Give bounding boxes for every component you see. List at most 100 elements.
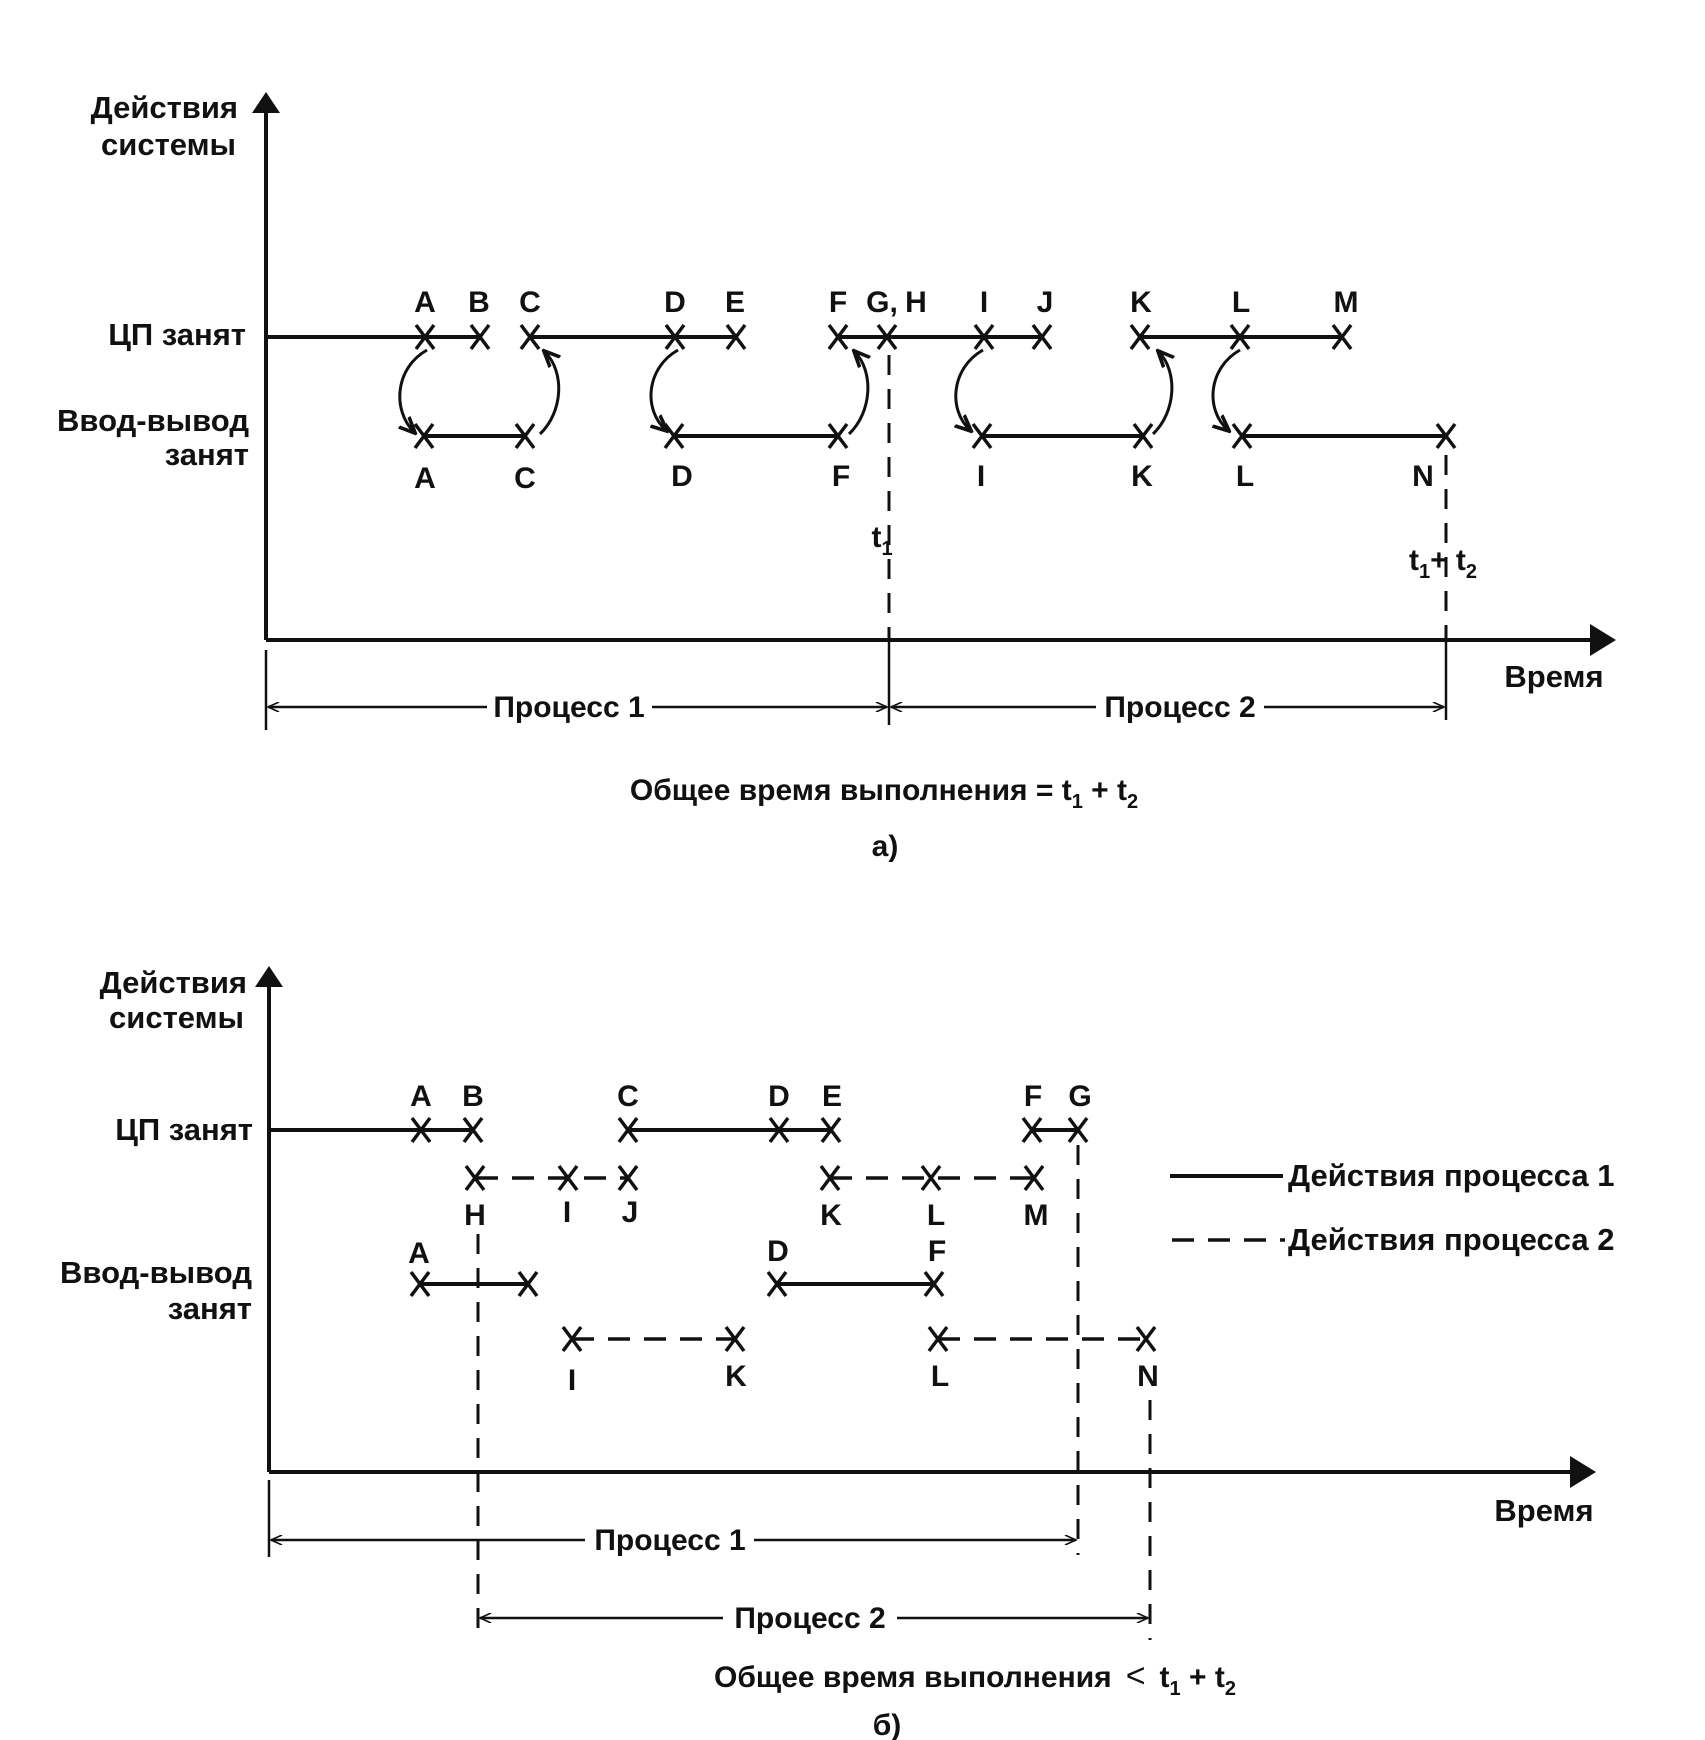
io-point-labels-a: A C D F I K L N: [414, 460, 1434, 495]
x-mark: [971, 422, 993, 450]
x-mark: [923, 1270, 945, 1298]
x-mark: [768, 1116, 790, 1144]
x-mark: [876, 323, 898, 351]
x-mark: [1021, 1116, 1043, 1144]
x-mark: [517, 1270, 539, 1298]
x-mark: [827, 422, 849, 450]
point-label: N: [1137, 1360, 1159, 1393]
x-mark: [464, 1164, 486, 1192]
y-axis-label-b-1: Действия: [100, 965, 247, 1000]
x-mark: [617, 1164, 639, 1192]
x-mark: [1031, 323, 1053, 351]
x-mark: [410, 1116, 432, 1144]
io-marks-b: [409, 1270, 945, 1298]
x-mark: [1129, 323, 1151, 351]
point-label: A: [408, 1237, 430, 1270]
x-mark: [519, 323, 541, 351]
x-mark: [1023, 1164, 1045, 1192]
point-label: M: [1334, 286, 1359, 319]
panel-b: Действия системы ЦП занят Ввод-вывод зан…: [60, 965, 1614, 1740]
transfer-arrows-a: [400, 350, 1241, 434]
x-axis-arrow-a: [1590, 624, 1616, 656]
total-time-b: Общее время выполнения<t1 + t2: [714, 1657, 1236, 1700]
t1t2-label-a: t1+ t2: [1409, 544, 1477, 583]
point-label: N: [1412, 460, 1434, 493]
io-point-labels-b: A D F: [408, 1235, 946, 1270]
x-axis-label-b: Время: [1494, 1493, 1593, 1528]
point-label: G: [1068, 1080, 1091, 1113]
x-mark: [557, 1164, 579, 1192]
total-time-a: Общее время выполнения = t1 + t2: [630, 774, 1138, 813]
point-label: K: [820, 1199, 842, 1232]
x-mark: [469, 323, 491, 351]
panel-caption-a: а): [872, 830, 899, 863]
legend-b: Действия процесса 1 Действия процесса 2: [1170, 1158, 1614, 1257]
point-label: A: [414, 286, 436, 319]
point-label: I: [563, 1196, 571, 1229]
point-label: D: [767, 1235, 789, 1268]
point-label: F: [832, 460, 850, 493]
point-label: E: [822, 1080, 842, 1113]
x-mark: [725, 323, 747, 351]
x-mark: [927, 1325, 949, 1353]
io-label-a-1: Ввод-вывод: [57, 403, 249, 438]
x-mark: [973, 323, 995, 351]
y-axis-label-a-2: системы: [101, 127, 236, 162]
io-p2-point-labels-b: I K L N: [568, 1360, 1159, 1397]
cpu-marks-b: [410, 1116, 1089, 1144]
point-label: L: [927, 1199, 945, 1232]
point-label: F: [1024, 1080, 1042, 1113]
point-label: L: [931, 1360, 949, 1393]
point-label: A: [414, 462, 436, 495]
point-label: A: [410, 1080, 432, 1113]
legend-process2-label: Действия процесса 2: [1288, 1222, 1614, 1257]
point-label: H: [905, 286, 927, 319]
x-mark: [1435, 422, 1457, 450]
process2-label-a: Процесс 2: [1104, 691, 1255, 724]
cpu-point-labels-b: A B C D E F G: [410, 1080, 1092, 1113]
x-mark: [462, 1116, 484, 1144]
point-label: I: [977, 460, 985, 493]
panel-a: Действия системы ЦП занят Ввод-вывод зан…: [57, 90, 1616, 863]
point-label: G,: [866, 286, 898, 319]
x-mark: [920, 1164, 942, 1192]
x-mark: [1135, 1325, 1157, 1353]
process1-label-a: Процесс 1: [493, 691, 644, 724]
t1-label-a: t1: [871, 521, 892, 560]
point-label: D: [671, 460, 693, 493]
point-label: B: [462, 1080, 484, 1113]
point-label: F: [928, 1235, 946, 1268]
process2-label-b: Процесс 2: [734, 1602, 885, 1635]
point-label: I: [980, 286, 988, 319]
x-mark: [1229, 323, 1251, 351]
x-axis-arrow-b: [1570, 1456, 1596, 1488]
x-mark: [1132, 422, 1154, 450]
point-label: D: [664, 286, 686, 319]
io-label-a-2: занят: [165, 437, 249, 472]
point-label: I: [568, 1364, 576, 1397]
point-label: M: [1024, 1199, 1049, 1232]
x-mark: [414, 323, 436, 351]
x-mark: [409, 1270, 431, 1298]
panel-caption-b: б): [873, 1709, 902, 1740]
point-label: C: [617, 1080, 639, 1113]
legend-process1-label: Действия процесса 1: [1288, 1158, 1614, 1193]
cpu-label-b: ЦП занят: [115, 1112, 253, 1147]
point-label: D: [768, 1080, 790, 1113]
x-mark: [664, 323, 686, 351]
io-marks-a: [413, 422, 1457, 450]
cpu-p2-point-labels-b: H I J K L M: [464, 1196, 1048, 1232]
x-mark: [827, 323, 849, 351]
x-mark: [514, 422, 536, 450]
y-axis-label-b-2: системы: [109, 1000, 244, 1035]
process1-label-b: Процесс 1: [594, 1524, 745, 1557]
point-label: L: [1232, 286, 1250, 319]
y-axis-label-a-1: Действия: [91, 90, 238, 125]
point-label: L: [1236, 460, 1254, 493]
point-label: C: [514, 462, 536, 495]
point-label: E: [725, 286, 745, 319]
point-label: K: [725, 1360, 747, 1393]
x-mark: [819, 1164, 841, 1192]
point-label: C: [519, 286, 541, 319]
